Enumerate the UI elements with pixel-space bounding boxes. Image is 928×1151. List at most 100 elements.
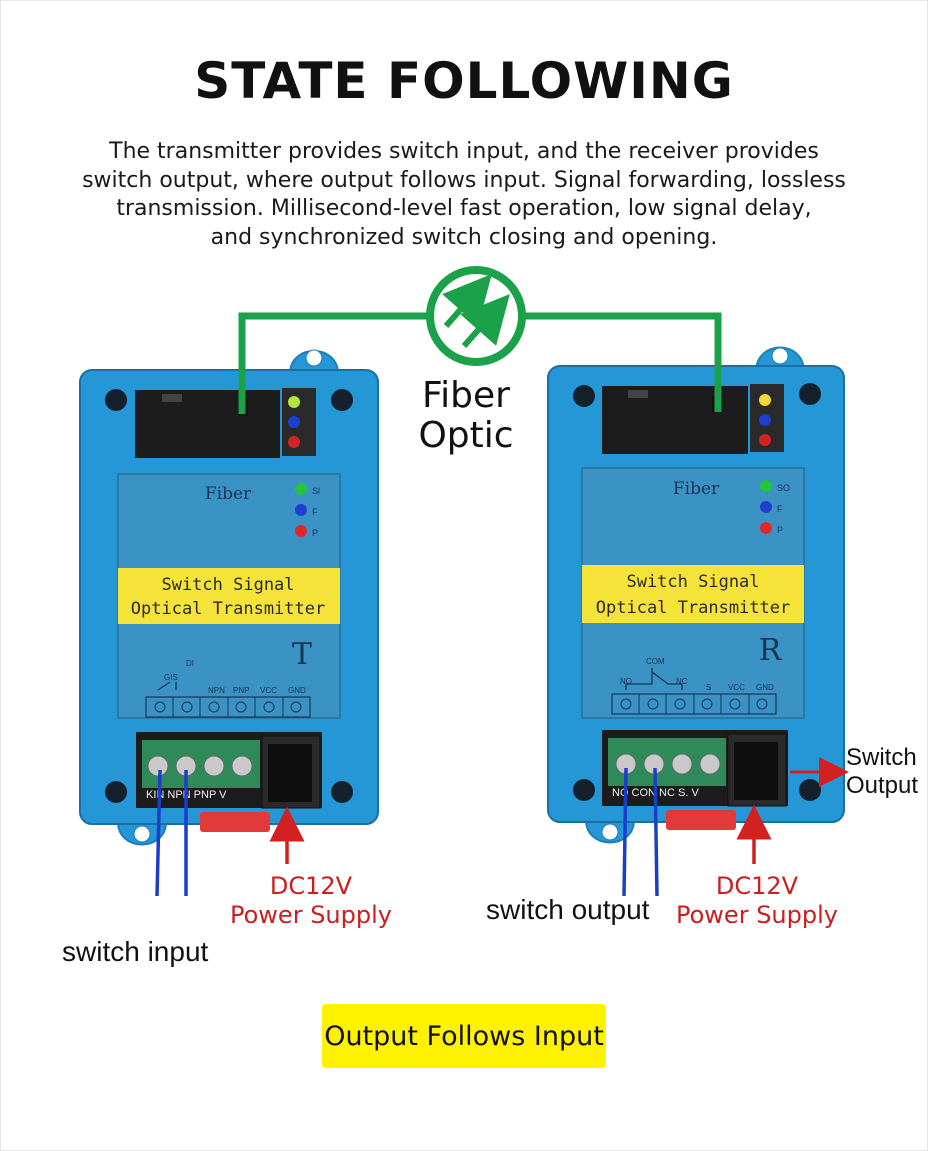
- device-letter: T: [292, 637, 312, 672]
- led-yellow: [759, 394, 771, 406]
- screw-terminal: [671, 753, 693, 775]
- indicator-red: [760, 522, 772, 534]
- page-title: STATE FOLLOWING: [194, 52, 734, 110]
- mount-hole: [305, 349, 323, 367]
- screw-terminal: [231, 755, 253, 777]
- terminal-label: NO: [620, 677, 632, 686]
- port-latch: [162, 394, 182, 402]
- intro-paragraph: The transmitter provides switch input, a…: [40, 138, 888, 252]
- power-label-line: Power Supply: [676, 901, 838, 929]
- receiver-power-label: DC12V Power Supply: [652, 872, 862, 930]
- switch-output-line: Switch: [846, 744, 917, 771]
- screw-hole: [105, 389, 127, 411]
- indicator-blue: [295, 504, 307, 516]
- switch-input-label: switch input: [62, 936, 209, 967]
- terminal-label: GND: [288, 686, 306, 695]
- footer-banner: Output Follows Input: [322, 1004, 606, 1068]
- power-label-line: DC12V: [269, 872, 353, 900]
- output-wire: [653, 767, 659, 897]
- transmitter-device: Fiber Sl F P Switch Signal Optical Trans…: [79, 349, 379, 897]
- fiber-port: [602, 386, 748, 454]
- fiber-optic-label: Fiber Optic: [396, 376, 536, 456]
- led-label: P: [312, 528, 318, 538]
- led-green: [288, 396, 300, 408]
- indicator-green: [295, 483, 307, 495]
- screw-hole: [331, 389, 353, 411]
- fiber-text: Fiber: [673, 479, 720, 499]
- terminal-label: DI: [186, 659, 194, 668]
- screw-hole: [799, 383, 821, 405]
- switch-output-label: switch output: [486, 894, 650, 925]
- screw-terminal: [699, 753, 721, 775]
- receiver-device: Fiber SO F P Switch Signal Optical Trans…: [547, 346, 849, 897]
- terminal-label: NPN: [208, 686, 225, 695]
- transmitter-power-label: DC12V Power Supply: [206, 872, 416, 930]
- terminal-strip: [145, 696, 311, 718]
- fiber-label-line: Optic: [418, 415, 514, 456]
- label-band: [118, 568, 340, 624]
- fiber-text: Fiber: [205, 484, 252, 504]
- terminal-label: GIS: [164, 673, 178, 682]
- intro-line: transmission. Millisecond-level fast ope…: [116, 196, 812, 221]
- fiber-link: [238, 266, 722, 414]
- terminal-label: GND: [756, 683, 774, 692]
- output-wire: [622, 767, 628, 897]
- terminal-label: VCC: [728, 683, 745, 692]
- input-wire: [155, 769, 162, 897]
- port-latch: [628, 390, 648, 398]
- label-line-1: Switch Signal: [626, 572, 759, 592]
- screw-terminal: [147, 755, 169, 777]
- dc-jack-inner: [268, 744, 312, 802]
- indicator-red: [295, 525, 307, 537]
- terminal-label: VCC: [260, 686, 277, 695]
- intro-line: switch output, where output follows inpu…: [82, 167, 846, 193]
- dc-jack-inner: [734, 742, 778, 800]
- fiber-port: [135, 390, 280, 458]
- led-red: [288, 436, 300, 448]
- led-red: [759, 434, 771, 446]
- indicator-green: [760, 480, 772, 492]
- power-label-line: DC12V: [715, 872, 799, 900]
- switch-output-line: Output: [846, 772, 919, 799]
- fiber-optic-icon: [426, 266, 526, 366]
- power-plug: [666, 810, 736, 830]
- mount-hole: [771, 347, 789, 365]
- switch-symbol: [157, 681, 177, 691]
- fiber-line-left: [238, 312, 430, 414]
- power-plug: [200, 812, 270, 832]
- terminal-label: NC: [676, 677, 688, 686]
- terminal-strip: [611, 693, 777, 715]
- label-line-1: Switch Signal: [161, 575, 294, 595]
- fiber-label-line: Fiber: [422, 375, 510, 416]
- terminal-label: COM: [646, 657, 665, 666]
- screw-hole: [573, 385, 595, 407]
- terminal-label: PNP: [233, 686, 249, 695]
- screw-hole: [799, 779, 821, 801]
- led-label: F: [777, 504, 783, 514]
- led-label: Sl: [312, 486, 320, 496]
- screw-hole: [105, 781, 127, 803]
- device-letter: R: [759, 633, 783, 668]
- label-line-2: Optical Transmitter: [131, 599, 325, 619]
- led-blue: [759, 414, 771, 426]
- intro-line: The transmitter provides switch input, a…: [109, 139, 819, 164]
- power-label-line: Power Supply: [230, 901, 392, 929]
- intro-line: and synchronized switch closing and open…: [210, 224, 718, 250]
- screw-hole: [573, 779, 595, 801]
- screw-hole: [331, 781, 353, 803]
- indicator-blue: [760, 501, 772, 513]
- mount-hole: [133, 825, 151, 843]
- led-label: F: [312, 507, 318, 517]
- fiber-line-right: [522, 312, 722, 412]
- signal-arrow-icon: [460, 294, 510, 348]
- terminal-label: S: [706, 683, 711, 692]
- label-band: [582, 565, 804, 623]
- relay-symbol: [625, 668, 683, 690]
- switch-output-side-label: Switch Output: [846, 744, 918, 800]
- led-label: P: [777, 525, 783, 535]
- led-label: SO: [777, 483, 790, 493]
- label-line-2: Optical Transmitter: [596, 598, 790, 618]
- screw-terminal: [203, 755, 225, 777]
- mount-hole: [601, 823, 619, 841]
